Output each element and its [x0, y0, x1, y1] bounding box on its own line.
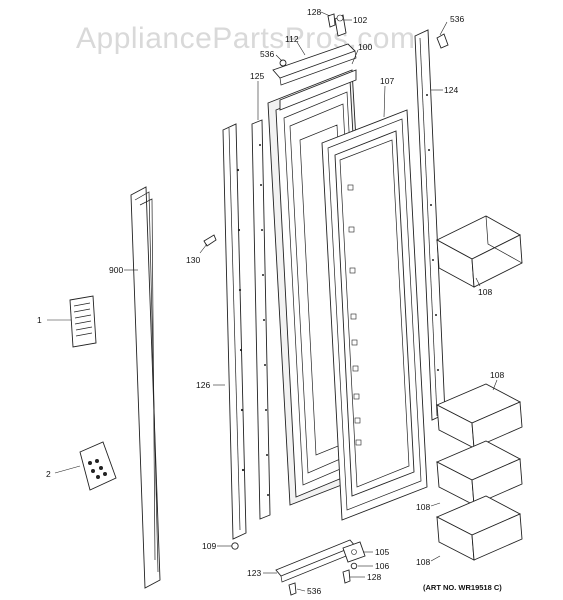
part-536-screw-bottom: [288, 582, 297, 596]
callout-109: 109: [202, 541, 216, 551]
part-536-screw-left: [279, 59, 287, 67]
callout-536-left: 536: [260, 49, 274, 59]
callout-labels: 128 102 536 536 112 100 125 107 124 130 …: [37, 7, 504, 596]
callout-128-top: 128: [307, 7, 321, 17]
part-108-door-bin-3: [435, 440, 523, 506]
callout-108-b: 108: [490, 370, 504, 380]
callout-108-d: 108: [416, 557, 430, 567]
shelf-boss-column: [347, 184, 362, 446]
part-900-gasket-strip: [130, 186, 161, 589]
part-536-screw-right: [436, 33, 449, 49]
part-108-door-bin-4: [435, 495, 523, 561]
callout-124: 124: [444, 85, 458, 95]
leader-lines: [47, 11, 498, 592]
art-number: (ART NO. WR19518 C): [423, 583, 502, 592]
callout-1: 1: [37, 315, 42, 325]
callout-112: 112: [285, 34, 299, 44]
callout-126: 126: [196, 380, 210, 390]
callout-108-a: 108: [478, 287, 492, 297]
callout-125: 125: [250, 71, 264, 81]
callout-900: 900: [109, 265, 123, 275]
part-128-screw-bottom: [342, 569, 351, 584]
callout-105: 105: [375, 547, 389, 557]
part-112-top-cap: [272, 43, 357, 86]
callout-108-c: 108: [416, 502, 430, 512]
part-107-door-liner: [321, 109, 428, 521]
part-109-screw: [231, 542, 239, 550]
watermark-text: AppliancePartsPros.com: [76, 22, 415, 55]
part-128-screw-top: [327, 13, 336, 28]
callout-123: 123: [247, 568, 261, 578]
callout-106: 106: [375, 561, 389, 571]
callout-2: 2: [46, 469, 51, 479]
part-130-screw: [203, 234, 217, 247]
callout-128-bottom: 128: [367, 572, 381, 582]
callout-536-bottom: 536: [307, 586, 321, 596]
callout-130: 130: [186, 255, 200, 265]
part-126-side-trim: [222, 123, 247, 540]
callout-536-top-right: 536: [450, 14, 464, 24]
part-105-bottom-hinge: [342, 541, 366, 563]
part-108-door-bin-1: [436, 215, 523, 288]
part-106-bushing: [350, 562, 358, 570]
callout-107: 107: [380, 76, 394, 86]
part-125-hinge-trim: [251, 119, 271, 520]
part-2-hardware-bag: [79, 441, 117, 491]
callout-100: 100: [358, 42, 372, 52]
callout-102: 102: [353, 15, 367, 25]
part-1-instruction-booklet: [69, 295, 97, 348]
part-108-door-bin-2: [435, 383, 523, 449]
